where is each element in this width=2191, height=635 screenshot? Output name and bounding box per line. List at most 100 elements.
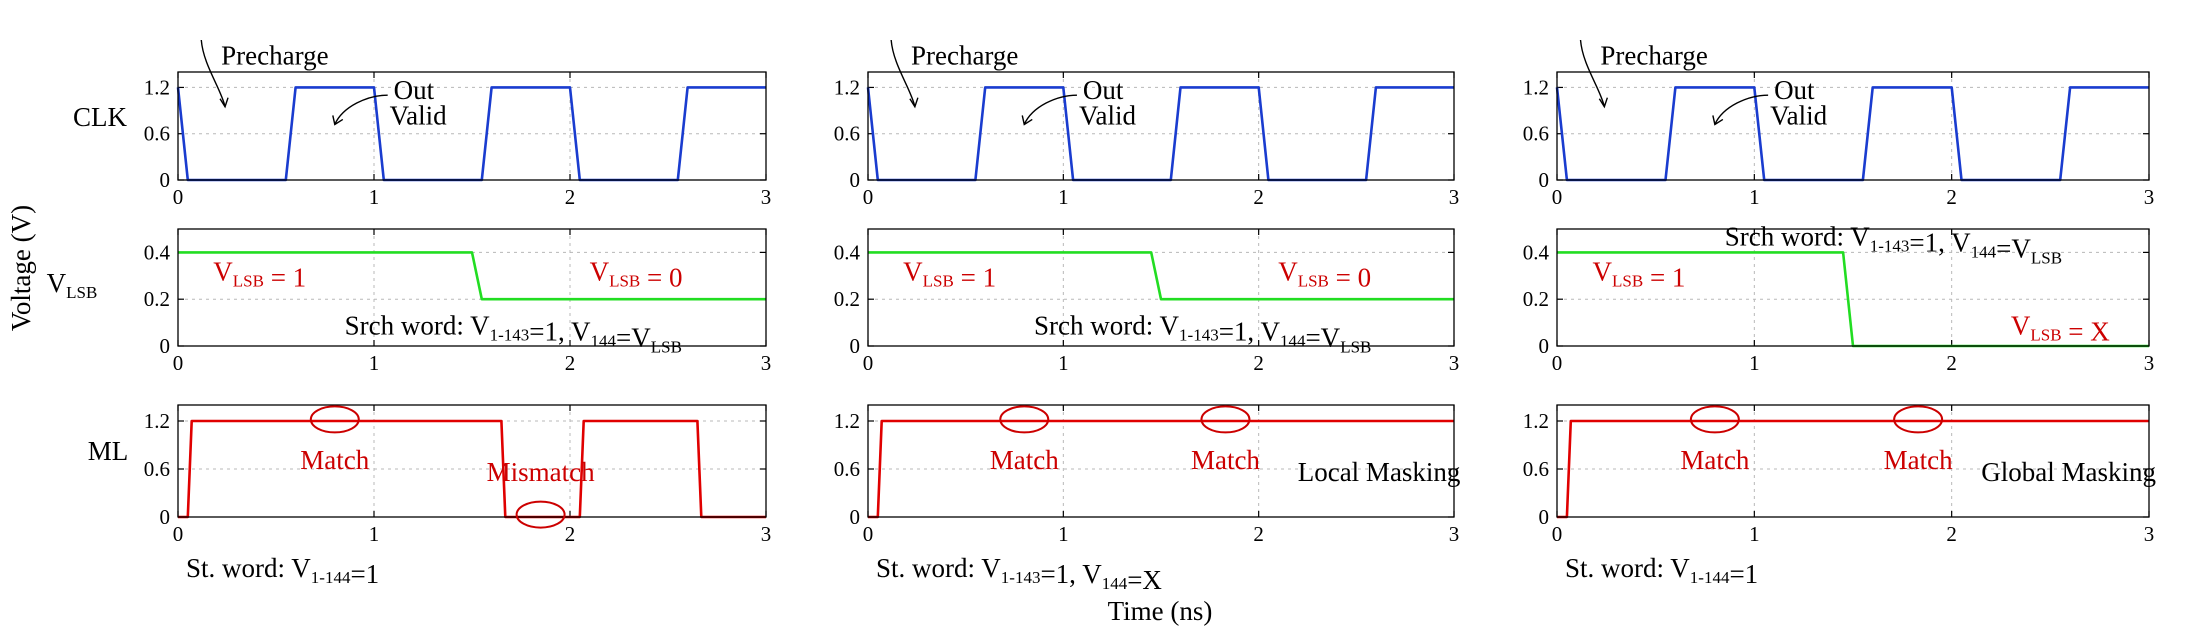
annotation: Match (990, 445, 1059, 475)
annotation: Local Masking (1298, 457, 1461, 487)
y-tick-label: 1.2 (834, 409, 860, 433)
y-tick-label: 0.6 (1523, 457, 1549, 481)
y-axis-label: Voltage (V) (6, 205, 36, 331)
annotation: VLSB = 0 (590, 256, 683, 292)
annotation: Out (394, 75, 435, 105)
precharge-arrow (1579, 39, 1606, 107)
annotation: Global Masking (1981, 457, 2156, 487)
y-tick-label: 0.6 (144, 122, 170, 146)
precharge-arrow (200, 39, 226, 107)
y-tick-label: 0.2 (1523, 287, 1549, 311)
x-tick-label: 2 (1253, 351, 1264, 375)
x-tick-label: 3 (1449, 351, 1460, 375)
y-tick-label: 0.2 (834, 287, 860, 311)
y-tick-label: 0 (160, 334, 171, 358)
valid-arrow (334, 94, 388, 125)
valid-arrow (1023, 94, 1077, 125)
x-tick-label: 1 (1058, 185, 1069, 209)
y-tick-label: 1.2 (1523, 75, 1549, 99)
annotation: Match (300, 445, 369, 475)
row-label: CLK (73, 102, 128, 132)
highlight-ellipse (515, 500, 566, 529)
y-tick-label: 0 (850, 505, 861, 529)
x-tick-label: 2 (565, 351, 576, 375)
annotation: Valid (390, 100, 447, 130)
stored-word-label: St. word: V1-143=1, V144=X (876, 553, 1162, 595)
x-tick-label: 1 (1749, 351, 1760, 375)
plot-frame (1556, 404, 2150, 518)
annotation: VLSB = 1 (1593, 256, 1686, 292)
annotation: VLSB = 1 (903, 256, 996, 292)
y-tick-label: 0.6 (834, 457, 860, 481)
series-line (178, 251, 766, 301)
y-tick-label: 0 (160, 505, 171, 529)
annotation: Precharge (911, 40, 1018, 70)
stored-word-label: St. word: V1-144=1 (1565, 553, 1758, 589)
x-tick-label: 0 (863, 522, 874, 546)
y-tick-label: 1.2 (1523, 409, 1549, 433)
x-tick-label: 0 (1552, 522, 1563, 546)
annotation: Srch word: V1-143=1, V144=VLSB (1034, 310, 1371, 356)
x-tick-label: 3 (2144, 185, 2155, 209)
series-line (868, 251, 1454, 301)
plot-frame (867, 228, 1455, 347)
y-tick-label: 0 (850, 334, 861, 358)
highlight-ellipse (1689, 405, 1740, 434)
annotation: VLSB = 1 (213, 256, 306, 292)
y-tick-label: 0.4 (1523, 240, 1550, 264)
x-tick-label: 1 (369, 185, 380, 209)
y-tick-label: 0 (1539, 505, 1550, 529)
annotation: Valid (1770, 100, 1827, 130)
plot-frame (177, 71, 767, 181)
annotation: Precharge (1600, 40, 1707, 70)
annotation: Srch word: V1-143=1, V144=VLSB (1725, 221, 2062, 267)
highlight-ellipse (1893, 405, 1944, 434)
y-tick-label: 0.2 (144, 287, 170, 311)
highlight-ellipse (1200, 405, 1251, 434)
plot-frame (177, 404, 767, 518)
annotation: Valid (1079, 100, 1136, 130)
arrow-head (1021, 115, 1033, 126)
x-tick-label: 0 (173, 522, 184, 546)
x-tick-label: 3 (2144, 522, 2155, 546)
x-tick-label: 1 (369, 522, 380, 546)
highlight-ellipse (999, 405, 1050, 434)
x-tick-label: 2 (1253, 185, 1264, 209)
arrow-head (909, 97, 919, 109)
annotation: VLSB = X (2011, 310, 2110, 346)
annotation: Match (1884, 445, 1953, 475)
plot-frame (1556, 228, 2150, 347)
valid-arrow (1714, 94, 1769, 125)
plot-frame (1556, 71, 2150, 181)
y-tick-label: 1.2 (144, 75, 170, 99)
y-tick-label: 0 (1539, 334, 1550, 358)
plot-frame (867, 71, 1455, 181)
y-tick-label: 1.2 (834, 75, 860, 99)
annotation: Srch word: V1-143=1, V144=VLSB (345, 310, 682, 356)
y-tick-label: 0.6 (144, 457, 170, 481)
x-tick-label: 0 (1552, 185, 1563, 209)
annotation: Out (1774, 75, 1815, 105)
x-tick-label: 0 (863, 185, 874, 209)
x-tick-label: 2 (1946, 522, 1957, 546)
row-label: VLSB (47, 268, 98, 302)
x-tick-label: 2 (1253, 522, 1264, 546)
annotation: Match (1680, 445, 1749, 475)
y-tick-label: 0.4 (834, 240, 861, 264)
x-tick-label: 3 (2144, 351, 2155, 375)
arrow-head (332, 115, 344, 126)
x-tick-label: 1 (1058, 351, 1069, 375)
row-label: ML (88, 436, 129, 466)
y-tick-label: 0 (160, 168, 171, 192)
highlight-ellipse (309, 405, 360, 434)
x-axis-label: Time (ns) (1108, 596, 1213, 626)
annotation: Mismatch (487, 457, 595, 487)
